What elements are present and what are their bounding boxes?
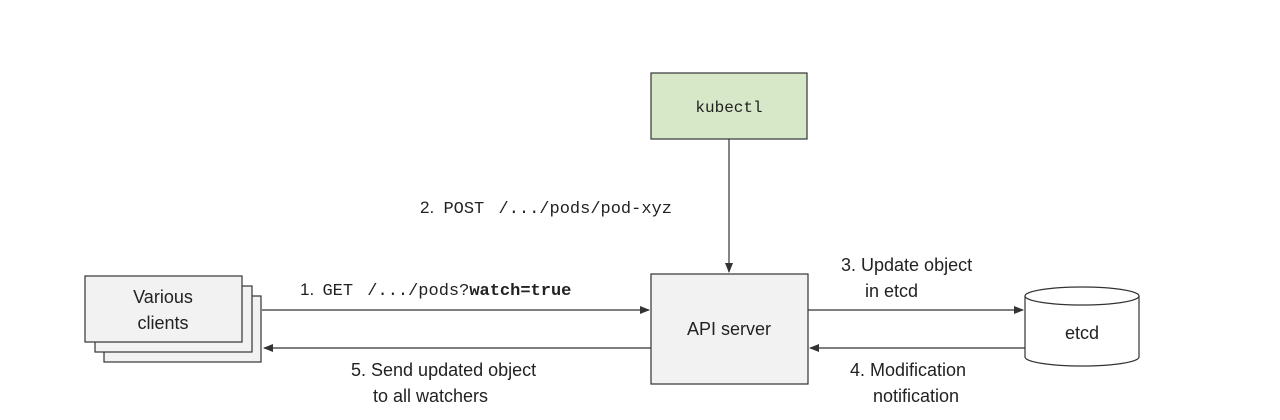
step5-label-line1: 5. Send updated object — [351, 360, 536, 380]
step2-path: /.../pods/pod-xyz — [499, 200, 672, 219]
api-server-node: API server — [650, 273, 809, 385]
clients-box-front — [84, 275, 243, 343]
step1-method: GET — [322, 282, 353, 301]
clients-label-line1: Various — [133, 287, 193, 307]
kubectl-node: kubectl — [650, 72, 808, 140]
etcd-node: etcd — [1024, 286, 1140, 367]
api-server-label: API server — [687, 319, 771, 339]
clients-node: Various clients — [84, 275, 262, 363]
kubectl-label: kubectl — [695, 99, 762, 117]
step1-label: 1. GET /.../pods?watch=true — [300, 280, 571, 301]
etcd-label: etcd — [1065, 323, 1099, 343]
step4-label-line2: notification — [873, 386, 959, 406]
step1-path: /.../pods? — [367, 282, 469, 301]
step3-label-line1: 3. Update object — [841, 255, 972, 275]
etcd-cylinder-body — [1024, 296, 1140, 367]
kubectl-box — [650, 72, 808, 140]
api-server-box — [650, 273, 809, 385]
step2-method: POST — [443, 200, 484, 219]
clients-label-line2: clients — [137, 313, 188, 333]
step5-label-line2: to all watchers — [373, 386, 488, 406]
step2-number: 2. — [420, 198, 434, 217]
step1-number: 1. — [300, 280, 314, 299]
step1-param: watch=true — [469, 282, 571, 301]
step3-label-line2: in etcd — [865, 281, 918, 301]
step2-label: 2. POST /.../pods/pod-xyz — [420, 198, 672, 219]
step4-label-line1: 4. Modification — [850, 360, 966, 380]
etcd-cylinder-top — [1024, 286, 1140, 306]
